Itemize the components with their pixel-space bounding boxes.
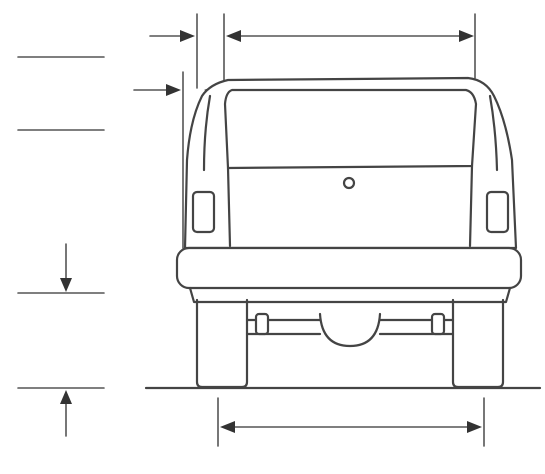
vehicle-rear-view	[175, 76, 523, 389]
right-tire	[451, 298, 505, 389]
tailgate	[226, 164, 474, 248]
ground-clearance-dimension	[60, 243, 72, 437]
tailgate-lock	[342, 176, 356, 190]
roof-width-dimension	[149, 13, 476, 89]
rear-bumper	[175, 246, 523, 290]
rear-axle	[245, 312, 455, 348]
left-tire	[195, 298, 249, 389]
right-tail-light	[485, 190, 510, 234]
left-tail-light	[191, 190, 216, 234]
track-width-dimension	[217, 397, 485, 447]
vehicle-body-outline	[183, 76, 518, 250]
